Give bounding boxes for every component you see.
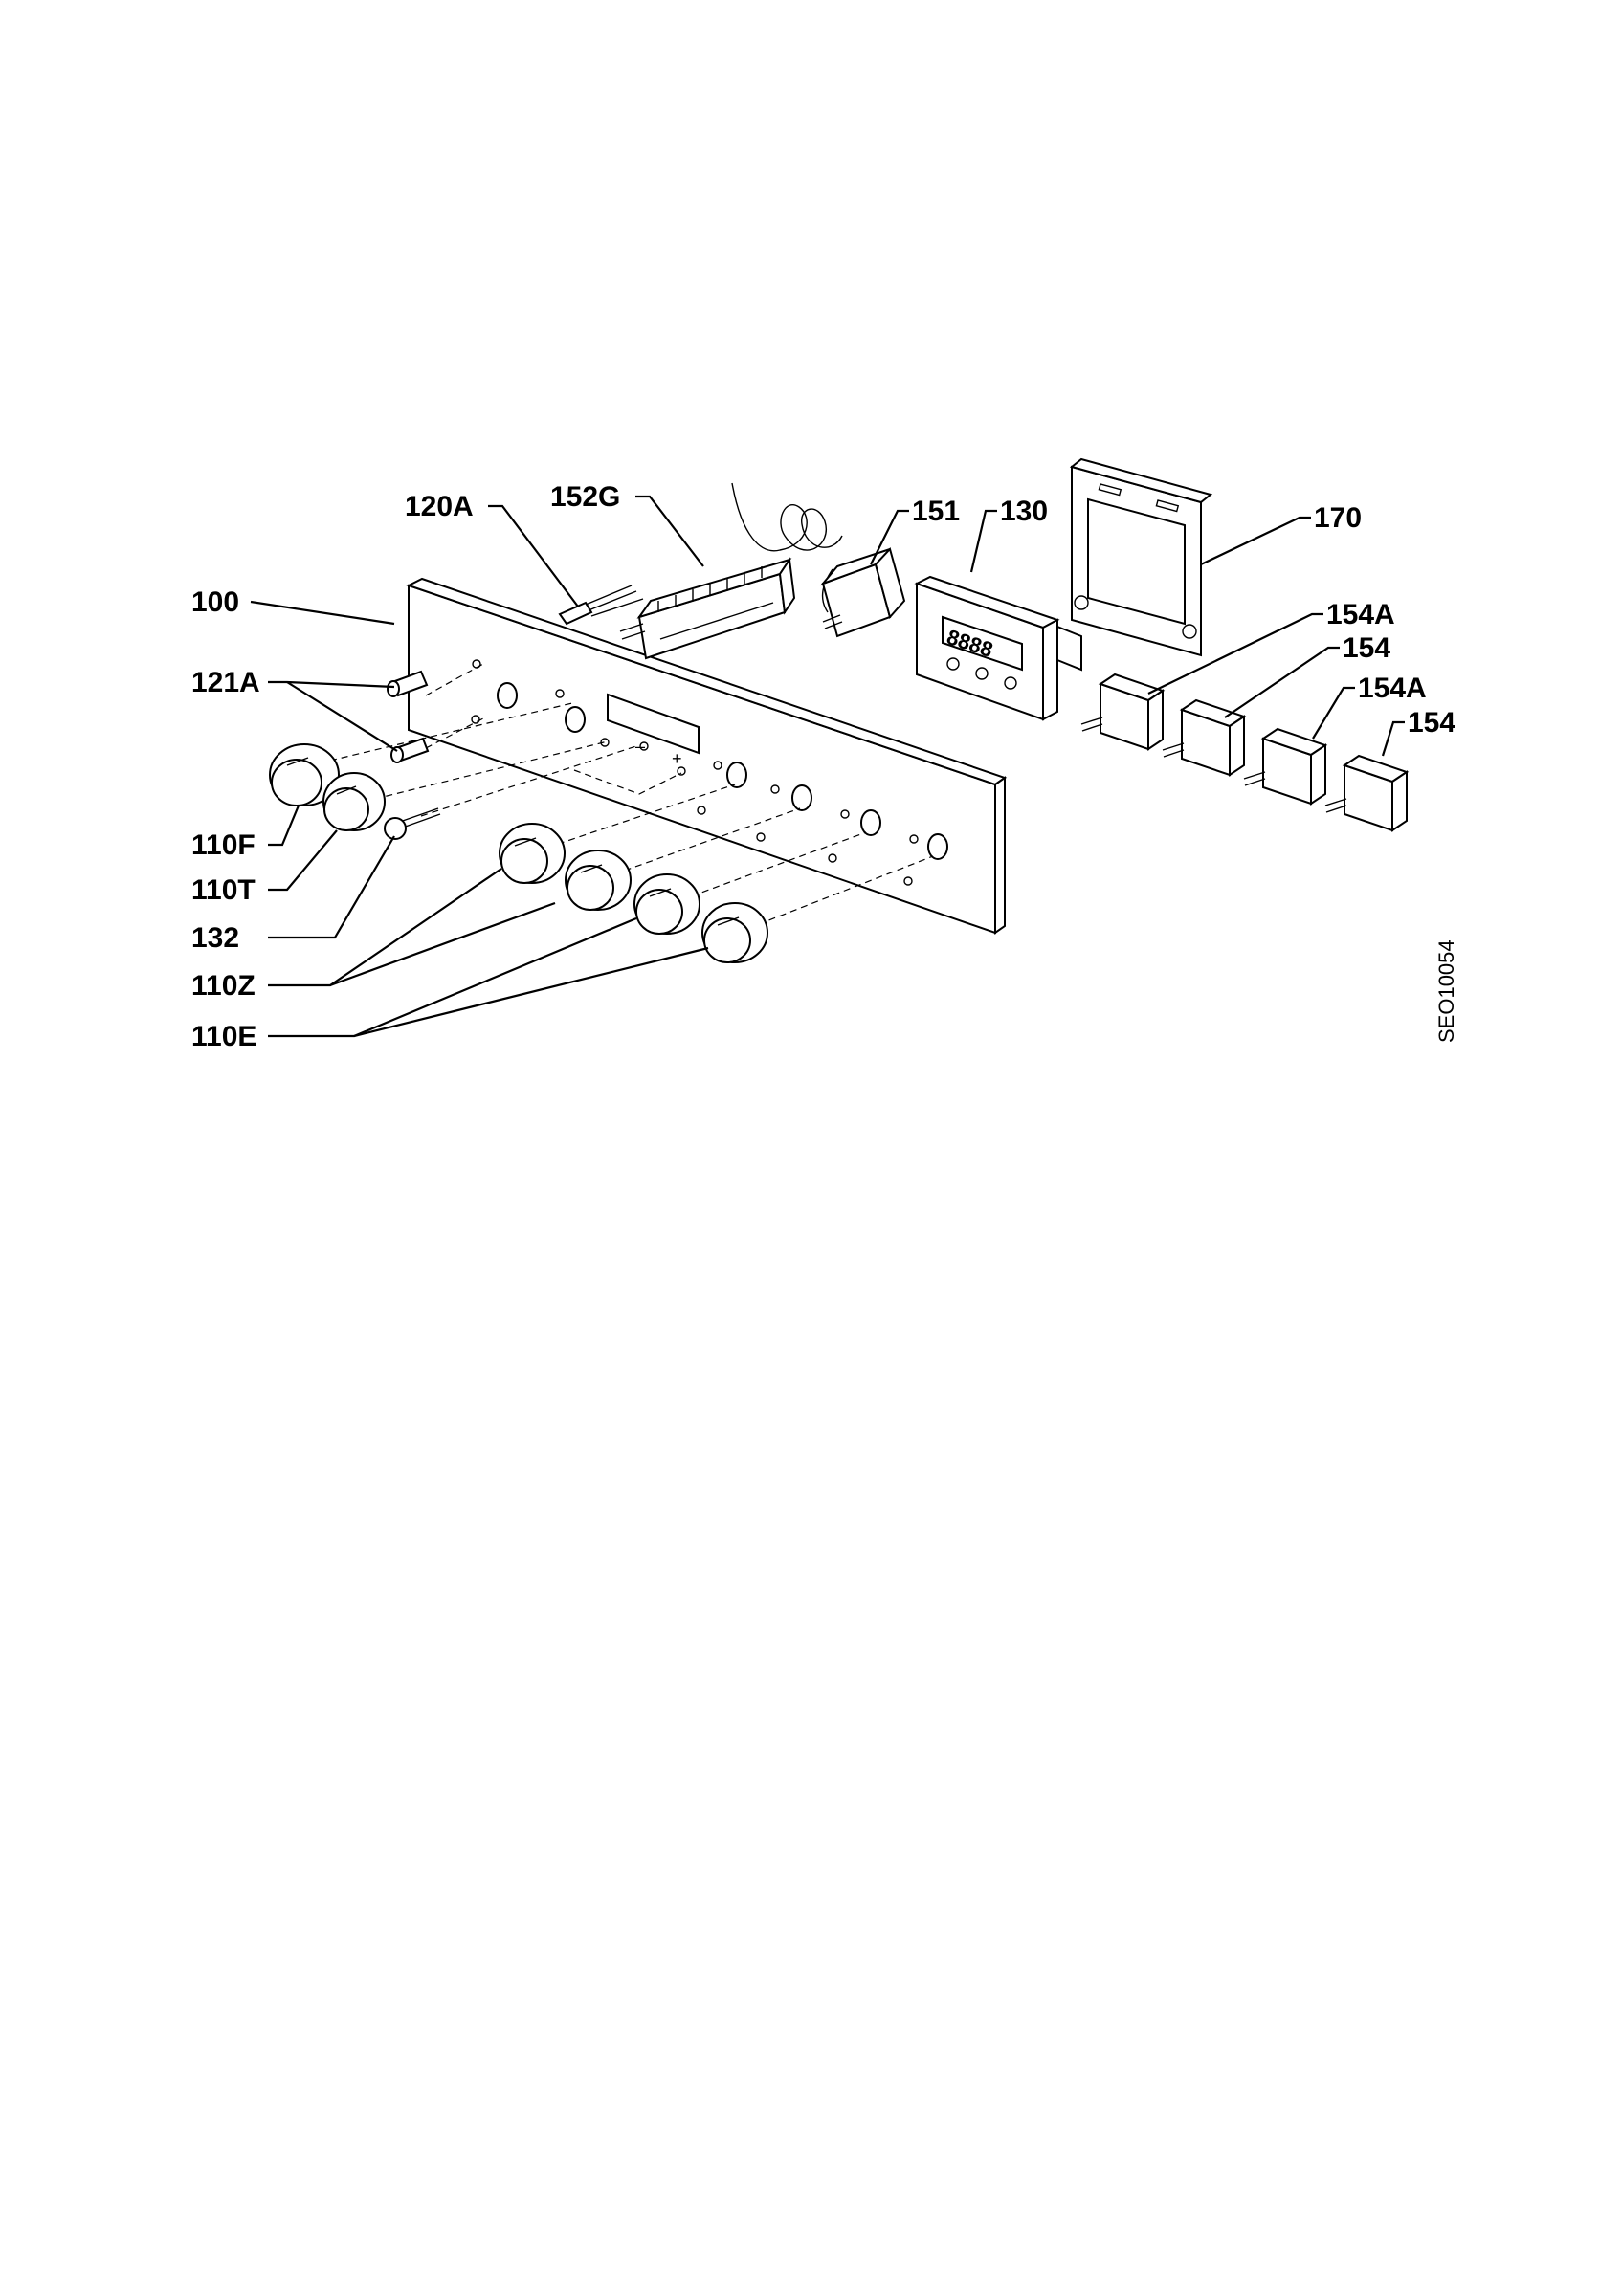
thermostat-151 [731, 482, 906, 638]
bracket-170 [1069, 457, 1213, 657]
knob-110E-2 [701, 902, 768, 963]
drawing-code: SEO10054 [1434, 939, 1458, 1043]
label-121A: 121A [191, 667, 260, 698]
knob-110Z-2 [565, 850, 632, 911]
control-panel-100: + – [406, 577, 1008, 935]
switch-154A-1 [1080, 673, 1166, 751]
push-button-132 [384, 807, 441, 840]
switch-154A-2 [1243, 727, 1328, 806]
pilot-lamp-121A-1 [387, 670, 429, 697]
label-154-2: 154 [1408, 707, 1455, 739]
label-110Z: 110Z [191, 970, 256, 1002]
knob-110T [322, 772, 386, 831]
svg-text:+: + [672, 749, 682, 768]
selector-switch-152G [619, 557, 796, 660]
label-170: 170 [1314, 502, 1362, 534]
knob-110F [269, 743, 340, 806]
assembly-lines [329, 663, 934, 934]
label-130: 130 [1000, 496, 1048, 527]
label-110T: 110T [191, 874, 256, 906]
label-154-1: 154 [1343, 632, 1390, 664]
label-120A: 120A [405, 491, 474, 522]
label-100: 100 [191, 586, 239, 618]
svg-text:–: – [635, 737, 645, 756]
timer-130: 8888 [914, 575, 1082, 721]
label-110E: 110E [191, 1021, 256, 1052]
leader-lines [250, 495, 1405, 1038]
label-110F: 110F [191, 829, 256, 861]
label-151: 151 [912, 496, 960, 527]
switch-154-2 [1324, 754, 1410, 832]
label-132: 132 [191, 922, 239, 954]
probe-120A [558, 585, 644, 626]
label-154A-1: 154A [1326, 599, 1395, 630]
knob-110E-1 [633, 873, 700, 935]
pilot-lamp-121A-2 [390, 737, 430, 763]
switch-154-1 [1162, 698, 1247, 777]
label-152G: 152G [550, 481, 620, 513]
label-154A-2: 154A [1358, 673, 1427, 704]
knob-110Z-1 [499, 823, 566, 884]
